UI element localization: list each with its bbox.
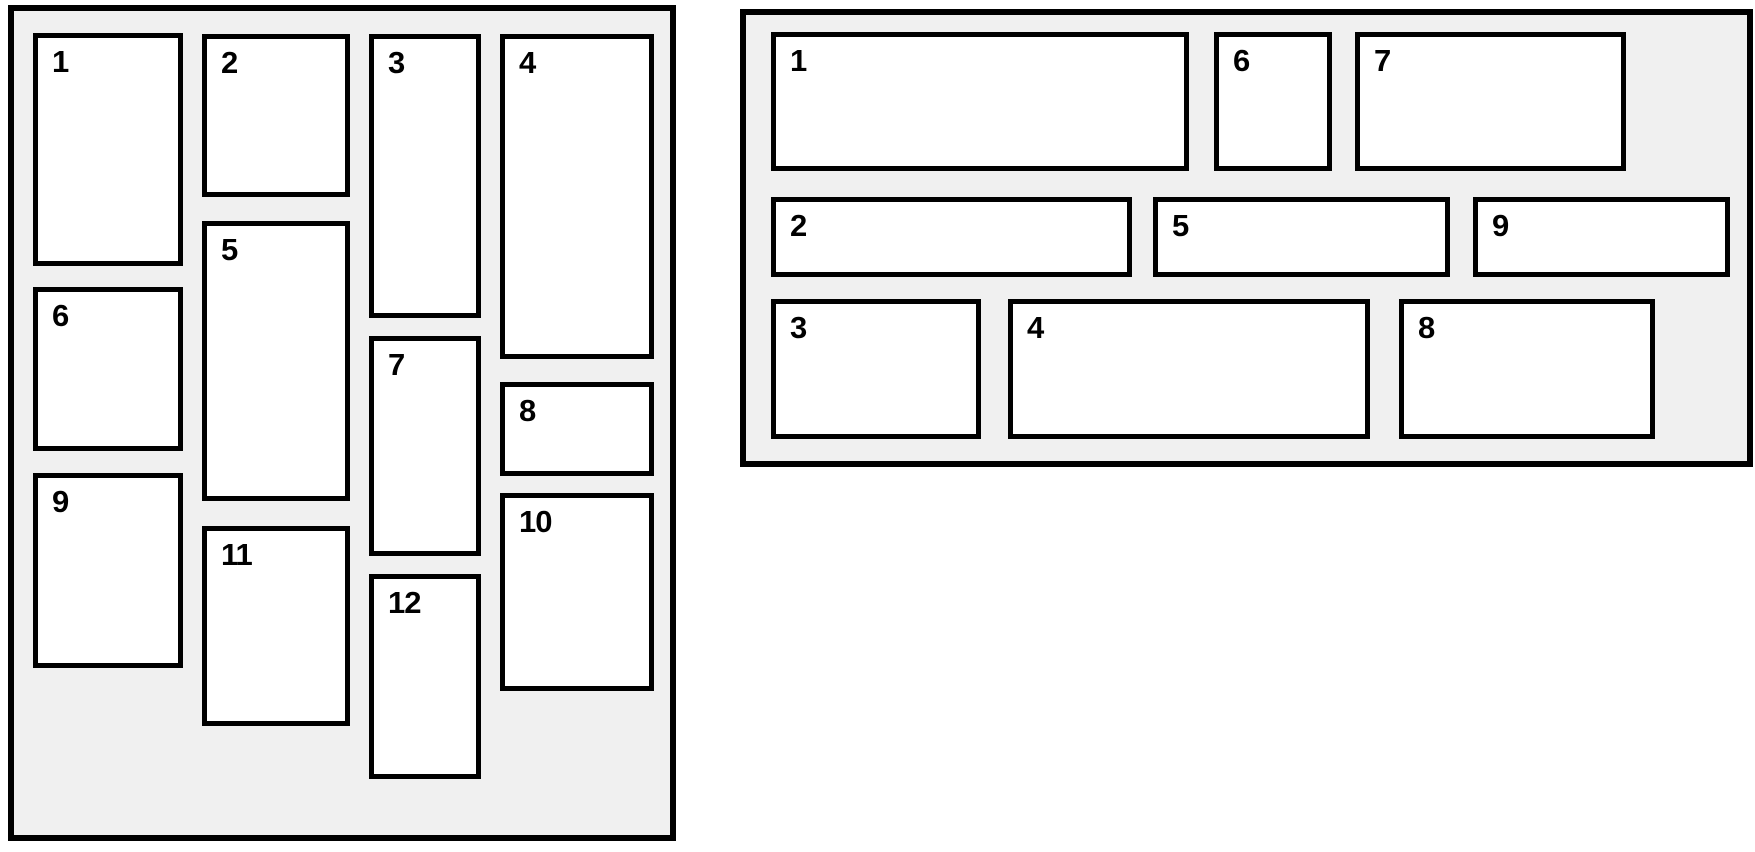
masonry-item: 10 bbox=[500, 493, 654, 691]
masonry-item-number: 2 bbox=[790, 208, 807, 243]
masonry-item: 12 bbox=[369, 574, 481, 779]
masonry-item: 1 bbox=[771, 32, 1189, 171]
masonry-item: 9 bbox=[1473, 197, 1730, 277]
masonry-item: 4 bbox=[1008, 299, 1370, 439]
masonry-item-number: 5 bbox=[221, 232, 238, 267]
masonry-item-number: 5 bbox=[1172, 208, 1189, 243]
masonry-item-number: 9 bbox=[52, 484, 69, 519]
masonry-item-number: 9 bbox=[1492, 208, 1509, 243]
masonry-item-number: 3 bbox=[388, 45, 405, 80]
masonry-item-number: 7 bbox=[1374, 43, 1391, 78]
masonry-item-number: 7 bbox=[388, 347, 405, 382]
masonry-item-number: 6 bbox=[1233, 43, 1250, 78]
masonry-item: 9 bbox=[33, 473, 183, 668]
masonry-item: 7 bbox=[1355, 32, 1626, 171]
masonry-item-number: 6 bbox=[52, 298, 69, 333]
masonry-item: 5 bbox=[1153, 197, 1450, 277]
masonry-item: 8 bbox=[500, 382, 654, 476]
masonry-item: 1 bbox=[33, 33, 183, 266]
masonry-item-number: 8 bbox=[519, 393, 536, 428]
masonry-item-number: 11 bbox=[221, 537, 253, 572]
masonry-item-number: 10 bbox=[519, 504, 552, 539]
masonry-item-number: 3 bbox=[790, 310, 807, 345]
masonry-item: 3 bbox=[771, 299, 981, 439]
masonry-item: 11 bbox=[202, 526, 350, 726]
masonry-item: 2 bbox=[771, 197, 1132, 277]
masonry-item-number: 12 bbox=[388, 585, 421, 620]
masonry-item: 8 bbox=[1399, 299, 1655, 439]
masonry-item: 3 bbox=[369, 34, 481, 318]
masonry-item-number: 4 bbox=[519, 45, 536, 80]
masonry-item: 7 bbox=[369, 336, 481, 556]
masonry-item: 6 bbox=[33, 287, 183, 451]
masonry-item-number: 8 bbox=[1418, 310, 1435, 345]
horizontal-masonry-panel: 1 2 3 4 5 6 7 8 9 bbox=[740, 9, 1753, 467]
masonry-item: 5 bbox=[202, 221, 350, 501]
masonry-item: 6 bbox=[1214, 32, 1332, 171]
masonry-item-number: 1 bbox=[52, 44, 69, 79]
masonry-item: 2 bbox=[202, 34, 350, 197]
masonry-item: 4 bbox=[500, 34, 654, 359]
masonry-item-number: 2 bbox=[221, 45, 238, 80]
masonry-item-number: 1 bbox=[790, 43, 807, 78]
masonry-item-number: 4 bbox=[1027, 310, 1044, 345]
